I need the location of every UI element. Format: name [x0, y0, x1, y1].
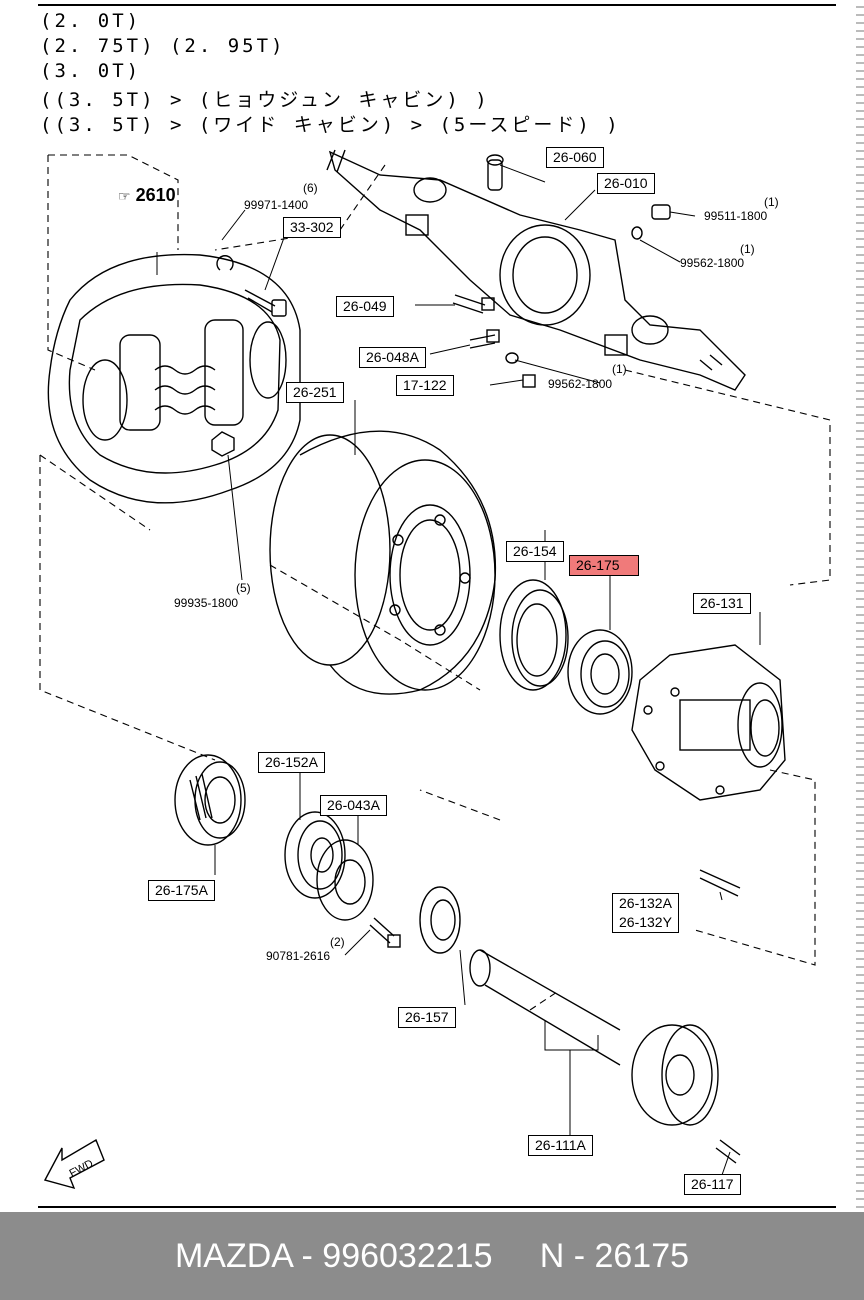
part-label-26-132a[interactable]: 26-132A	[612, 893, 679, 913]
footer-text: MAZDA - 996032215 N - 26175	[174, 1236, 690, 1275]
hub	[631, 644, 786, 801]
fwd-label: FWD	[68, 1158, 96, 1180]
part-number-99971-1400[interactable]: 99971-1400	[244, 198, 309, 212]
part-number-99935-1800[interactable]: 99935-1800	[174, 596, 239, 610]
bolt-26-117	[715, 1139, 741, 1164]
group-number: 2610	[135, 185, 176, 205]
part-label-26-131[interactable]: 26-131	[693, 593, 751, 614]
scan-edge	[856, 0, 864, 1212]
bolt-90781	[369, 917, 395, 944]
bearing-26-175a	[174, 754, 246, 846]
brake-drum	[269, 430, 497, 695]
part-label-26-132y[interactable]: 26-132Y	[612, 913, 679, 933]
hand-pointer-icon: ☞	[118, 188, 131, 204]
quantity-99562-b: (1)	[612, 362, 627, 376]
part-label-26-010[interactable]: 26-010	[597, 173, 655, 194]
part-label-26-043a[interactable]: 26-043A	[320, 795, 387, 816]
part-label-26-251[interactable]: 26-251	[286, 382, 344, 403]
axle-shaft	[469, 949, 719, 1126]
header-line-5: ((3. 5T) > (ワイド キャビン) > (5ースピード) )	[40, 114, 621, 136]
part-label-26-157[interactable]: 26-157	[398, 1007, 456, 1028]
part-label-26-060[interactable]: 26-060	[546, 147, 604, 168]
group-reference: ☞ 2610	[118, 185, 176, 206]
part-label-26-048a[interactable]: 26-048A	[359, 347, 426, 368]
part-label-26-111a[interactable]: 26-111A	[528, 1135, 593, 1156]
fasteners	[211, 154, 671, 457]
bearing-26-175	[567, 629, 633, 715]
quantity-99511: (1)	[764, 195, 779, 209]
oil-seal	[499, 579, 569, 691]
part-label-26-117[interactable]: 26-117	[684, 1174, 741, 1195]
footer-banner: MAZDA - 996032215 N - 26175	[0, 1212, 864, 1300]
part-number-90781-2616[interactable]: 90781-2616	[266, 949, 331, 963]
bearing-26-157	[419, 886, 461, 954]
header-line-1: (2. 0T)	[40, 10, 142, 32]
axle-housing	[326, 149, 746, 391]
part-label-17-122[interactable]: 17-122	[396, 375, 454, 396]
part-number-99511-1800[interactable]: 99511-1800	[704, 209, 768, 223]
part-label-33-302[interactable]: 33-302	[283, 217, 341, 238]
part-label-26-175a[interactable]: 26-175A	[148, 880, 215, 901]
header-line-2: (2. 75T) (2. 95T)	[40, 35, 286, 57]
header-line-3: (3. 0T)	[40, 60, 142, 82]
part-number-99562-1800-a[interactable]: 99562-1800	[680, 256, 745, 270]
quantity-99971: (6)	[303, 181, 318, 195]
washer-26-152a	[284, 811, 346, 899]
lock-plate-26-043a	[316, 839, 374, 921]
part-label-26-049[interactable]: 26-049	[336, 296, 394, 317]
part-number-99562-1800-b[interactable]: 99562-1800	[548, 377, 613, 391]
quantity-90781: (2)	[330, 935, 345, 949]
quantity-99935: (5)	[236, 581, 251, 595]
part-label-26-154[interactable]: 26-154	[506, 541, 564, 562]
quantity-99562-a: (1)	[740, 242, 755, 256]
fwd-arrow	[43, 1138, 105, 1190]
part-label-26-175-highlighted[interactable]: 26-175	[569, 555, 639, 576]
stud-26-132	[699, 869, 741, 897]
diagram-drawing: FWD	[38, 4, 836, 1208]
brake-backing-plate	[47, 253, 301, 504]
header-line-4: ((3. 5T) > (ヒョウジュン キャビン) )	[40, 89, 490, 111]
part-label-26-152a[interactable]: 26-152A	[258, 752, 325, 773]
